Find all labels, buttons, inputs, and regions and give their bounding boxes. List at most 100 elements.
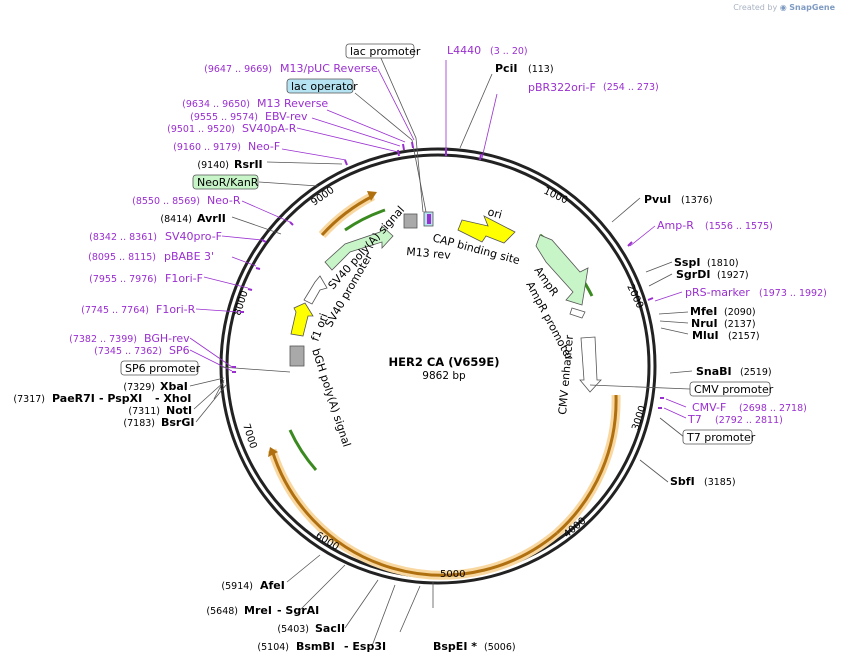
primer-pbr322ori-pos: (254 .. 273)	[603, 82, 659, 93]
enzyme-pcii-pos: (113)	[528, 64, 554, 75]
enzyme-sacii-pos: (5403)	[277, 624, 309, 635]
enzyme-nrui: NruI	[691, 317, 718, 330]
enzyme-sacii: SacII	[315, 622, 345, 635]
orf-arc-1-core	[555, 394, 618, 535]
primer-prs-pos: (1973 .. 1992)	[759, 288, 827, 299]
primer-sp6: SP6	[169, 344, 190, 357]
enzyme-sgrai: - SgrAI	[277, 604, 319, 617]
primer-neor-pos: (8550 .. 8569)	[132, 196, 200, 207]
primer-sp6-pos: (7345 .. 7362)	[94, 346, 162, 357]
enzyme-esp3i: - Esp3I	[344, 640, 386, 653]
green-arc-2	[344, 208, 386, 232]
primer-prs: pRS-marker	[685, 286, 750, 299]
primer-bghrev: BGH-rev	[144, 332, 190, 345]
primer-pbabe-pos: (8095 .. 8115)	[88, 252, 156, 263]
primer-sv40pa: SV40pA-R	[242, 122, 297, 135]
ampr-arrow	[535, 234, 589, 306]
primer-f1orir-pos: (7745 .. 7764)	[81, 305, 149, 316]
primer-f1orif-pos: (7955 .. 7976)	[89, 274, 157, 285]
t7-promoter-label: T7 promoter	[686, 431, 756, 444]
sv40-promoter-arrow	[303, 275, 328, 305]
tick-5000: 5000	[440, 569, 465, 580]
primer-cmvf: CMV-F	[692, 401, 726, 414]
plasmid-size: 9862 bp	[422, 370, 466, 382]
enzyme-sgrdi: SgrDI	[676, 268, 710, 281]
neor-kanr-label: NeoR/KanR	[197, 176, 259, 189]
primer-sv40pa-pos: (9501 .. 9520)	[167, 124, 235, 135]
enzyme-noti-pos: (7311)	[128, 406, 160, 417]
primer-sv40pro-pos: (8342 .. 8361)	[89, 232, 157, 243]
primer-f1orif: F1ori-F	[165, 272, 203, 285]
enzyme-sgrdi-pos: (1927)	[717, 270, 749, 281]
enzyme-snabi-pos: (2519)	[740, 367, 772, 378]
primer-pbr322ori: pBR322ori-F	[528, 81, 596, 94]
enzyme-bsmbi-pos: (5104)	[257, 642, 289, 653]
enzyme-mrei-pos: (5648)	[206, 606, 238, 617]
ori-label: ori	[486, 205, 503, 221]
backbone-outer	[219, 147, 657, 585]
t7-promoter-label-box	[682, 429, 753, 445]
enzyme-mfei-pos: (2090)	[724, 307, 756, 318]
enzyme-bsrgi-pos: (7183)	[123, 418, 155, 429]
enzyme-pspxi: - PspXI	[99, 392, 142, 405]
enzyme-sbfi: SbfI	[670, 475, 695, 488]
primer-ticks	[232, 141, 664, 409]
primer-ebv: EBV-rev	[265, 110, 308, 123]
primer-t7-pos: (2792 .. 2811)	[715, 415, 783, 426]
enzyme-rsrii-pos: (9140)	[197, 160, 229, 171]
enzyme-pcii: PciI	[495, 62, 517, 75]
primer-ampr: Amp-R	[657, 219, 694, 232]
orf-arc-2-core	[270, 449, 558, 577]
enzyme-pvui-pos: (1376)	[681, 195, 713, 206]
enzyme-avrii: AvrII	[197, 212, 226, 225]
enzyme-nrui-pos: (2137)	[724, 319, 756, 330]
primer-f1orir: F1ori-R	[156, 303, 196, 316]
primer-m13r-pos: (9634 .. 9650)	[182, 99, 250, 110]
primer-cmvf-pos: (2698 .. 2718)	[739, 403, 807, 414]
primer-m13puc: M13/pUC Reverse	[280, 62, 378, 75]
primer-m13r: M13 Reverse	[257, 97, 328, 110]
bgh-polya-label: bGH poly(A) signal	[309, 347, 353, 449]
green-arc-3	[288, 429, 318, 471]
enzyme-paer7i: PaeR7I	[52, 392, 95, 405]
cmv-promoter-label-box	[689, 381, 771, 397]
bgh-polya-box	[289, 345, 305, 367]
ampr-promoter-arrow	[569, 307, 586, 319]
cmv-promoter-label: CMV promoter	[694, 383, 774, 396]
primer-l4440-pos: (3 .. 20)	[490, 46, 528, 57]
neor-kanr-label-box	[192, 174, 259, 190]
enzyme-sbfi-pos: (3185)	[704, 477, 736, 488]
primer-bghrev-pos: (7382 .. 7399)	[69, 334, 137, 345]
snapgene-watermark: Created by ◉ SnapGene	[733, 3, 835, 12]
primer-ampr-pos: (1556 .. 1575)	[705, 221, 773, 232]
f1-ori-arrow	[290, 302, 314, 337]
lac-promoter-label: lac promoter	[350, 45, 421, 58]
neor-kanr-arrow	[324, 225, 394, 271]
ori-arrow	[457, 215, 516, 244]
tick-2000: 2000	[624, 283, 645, 311]
enzyme-bsmbi: BsmBI	[296, 640, 335, 653]
primer-l4440: L4440	[447, 44, 481, 57]
enzyme-xbai: XbaI	[160, 380, 188, 393]
enzyme-afei: AfeI	[260, 579, 285, 592]
cmv-enhancer-arrow	[579, 336, 602, 393]
m13-rev-label: M13 rev	[406, 245, 452, 262]
enzyme-bsrgi: BsrGI	[161, 416, 194, 429]
enzyme-noti: NotI	[166, 404, 192, 417]
enzyme-xhoi: - XhoI	[155, 392, 191, 405]
primer-pbabe: pBABE 3'	[164, 250, 214, 263]
snapgene-logo-icon: ◉	[779, 3, 787, 12]
enzyme-bspei-pos: (5006)	[484, 642, 516, 653]
enzyme-avrii-pos: (8414)	[160, 214, 192, 225]
lac-promoter-box	[345, 43, 415, 59]
primer-neof-pos: (9160 .. 9179)	[173, 142, 241, 153]
sp6-promoter-label-box	[120, 360, 199, 376]
enzyme-rsrii: RsrII	[234, 158, 263, 171]
enzyme-mrei: MreI	[244, 604, 272, 617]
enzyme-sspi: SspI	[674, 256, 700, 269]
lac-operator-label: lac operator	[291, 80, 358, 93]
sv40-polya-box	[403, 213, 418, 229]
sp6-promoter-label: SP6 promoter	[125, 362, 201, 375]
enzyme-mfei: MfeI	[690, 305, 717, 318]
